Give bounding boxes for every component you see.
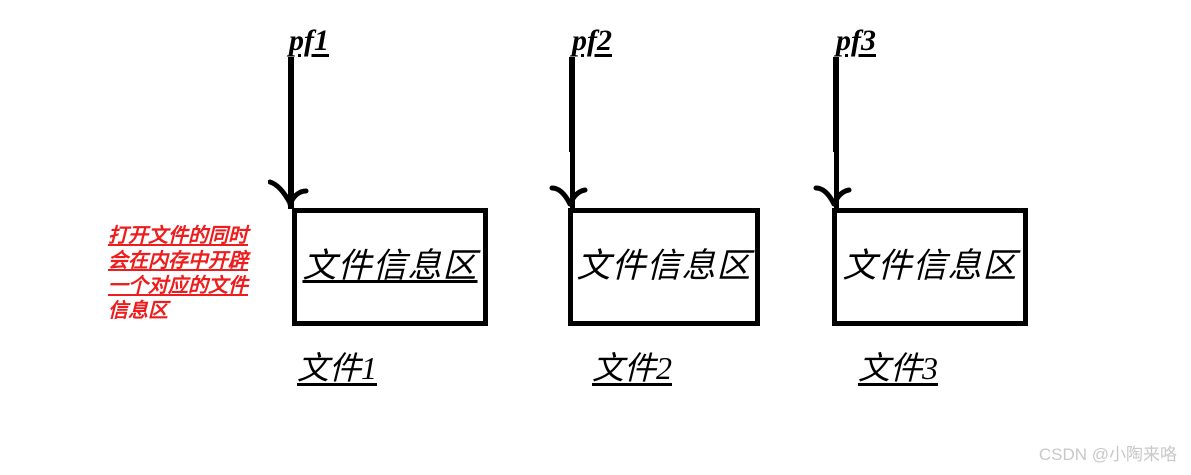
pointer-stem-pf2-upper [569,57,575,152]
pointer-stem-pf2-lower [570,150,575,210]
pointer-stem-pf1 [288,57,294,209]
annotation-line-3: 一个对应的文件 [108,275,248,297]
file-info-box-2-label: 文件信息区 [576,248,752,285]
file-caption-1: 文件1 [297,350,378,386]
file-caption-3: 文件3 [858,350,939,386]
arrowhead-down-icon-pf2 [549,185,588,207]
arrowhead-down-icon-pf3 [813,185,852,207]
annotation-line-2: 会在内存中开辟 [108,250,248,272]
file-caption-2: 文件2 [592,350,673,386]
pointer-label-pf3: pf3 [836,24,876,57]
pointer-stem-pf3-lower [834,150,839,210]
file-info-box-3: 文件信息区 [832,208,1028,326]
file-info-box-1: 文件信息区 [292,208,488,326]
file-info-box-1-label: 文件信息区 [302,248,478,285]
file-info-box-3-label: 文件信息区 [842,248,1018,285]
pointer-label-pf1: pf1 [289,24,329,57]
annotation-note: 打开文件的同时 会在内存中开辟 一个对应的文件 信息区 [108,224,294,324]
csdn-watermark: CSDN @小陶来咯 [1038,445,1177,464]
annotation-line-1: 打开文件的同时 [108,225,248,247]
pointer-stem-pf3-upper [833,57,839,152]
arrowhead-down-icon-pf1 [268,179,309,207]
pointer-label-pf2: pf2 [572,24,612,57]
file-info-box-2: 文件信息区 [568,208,760,326]
annotation-line-4: 信息区 [108,300,168,322]
